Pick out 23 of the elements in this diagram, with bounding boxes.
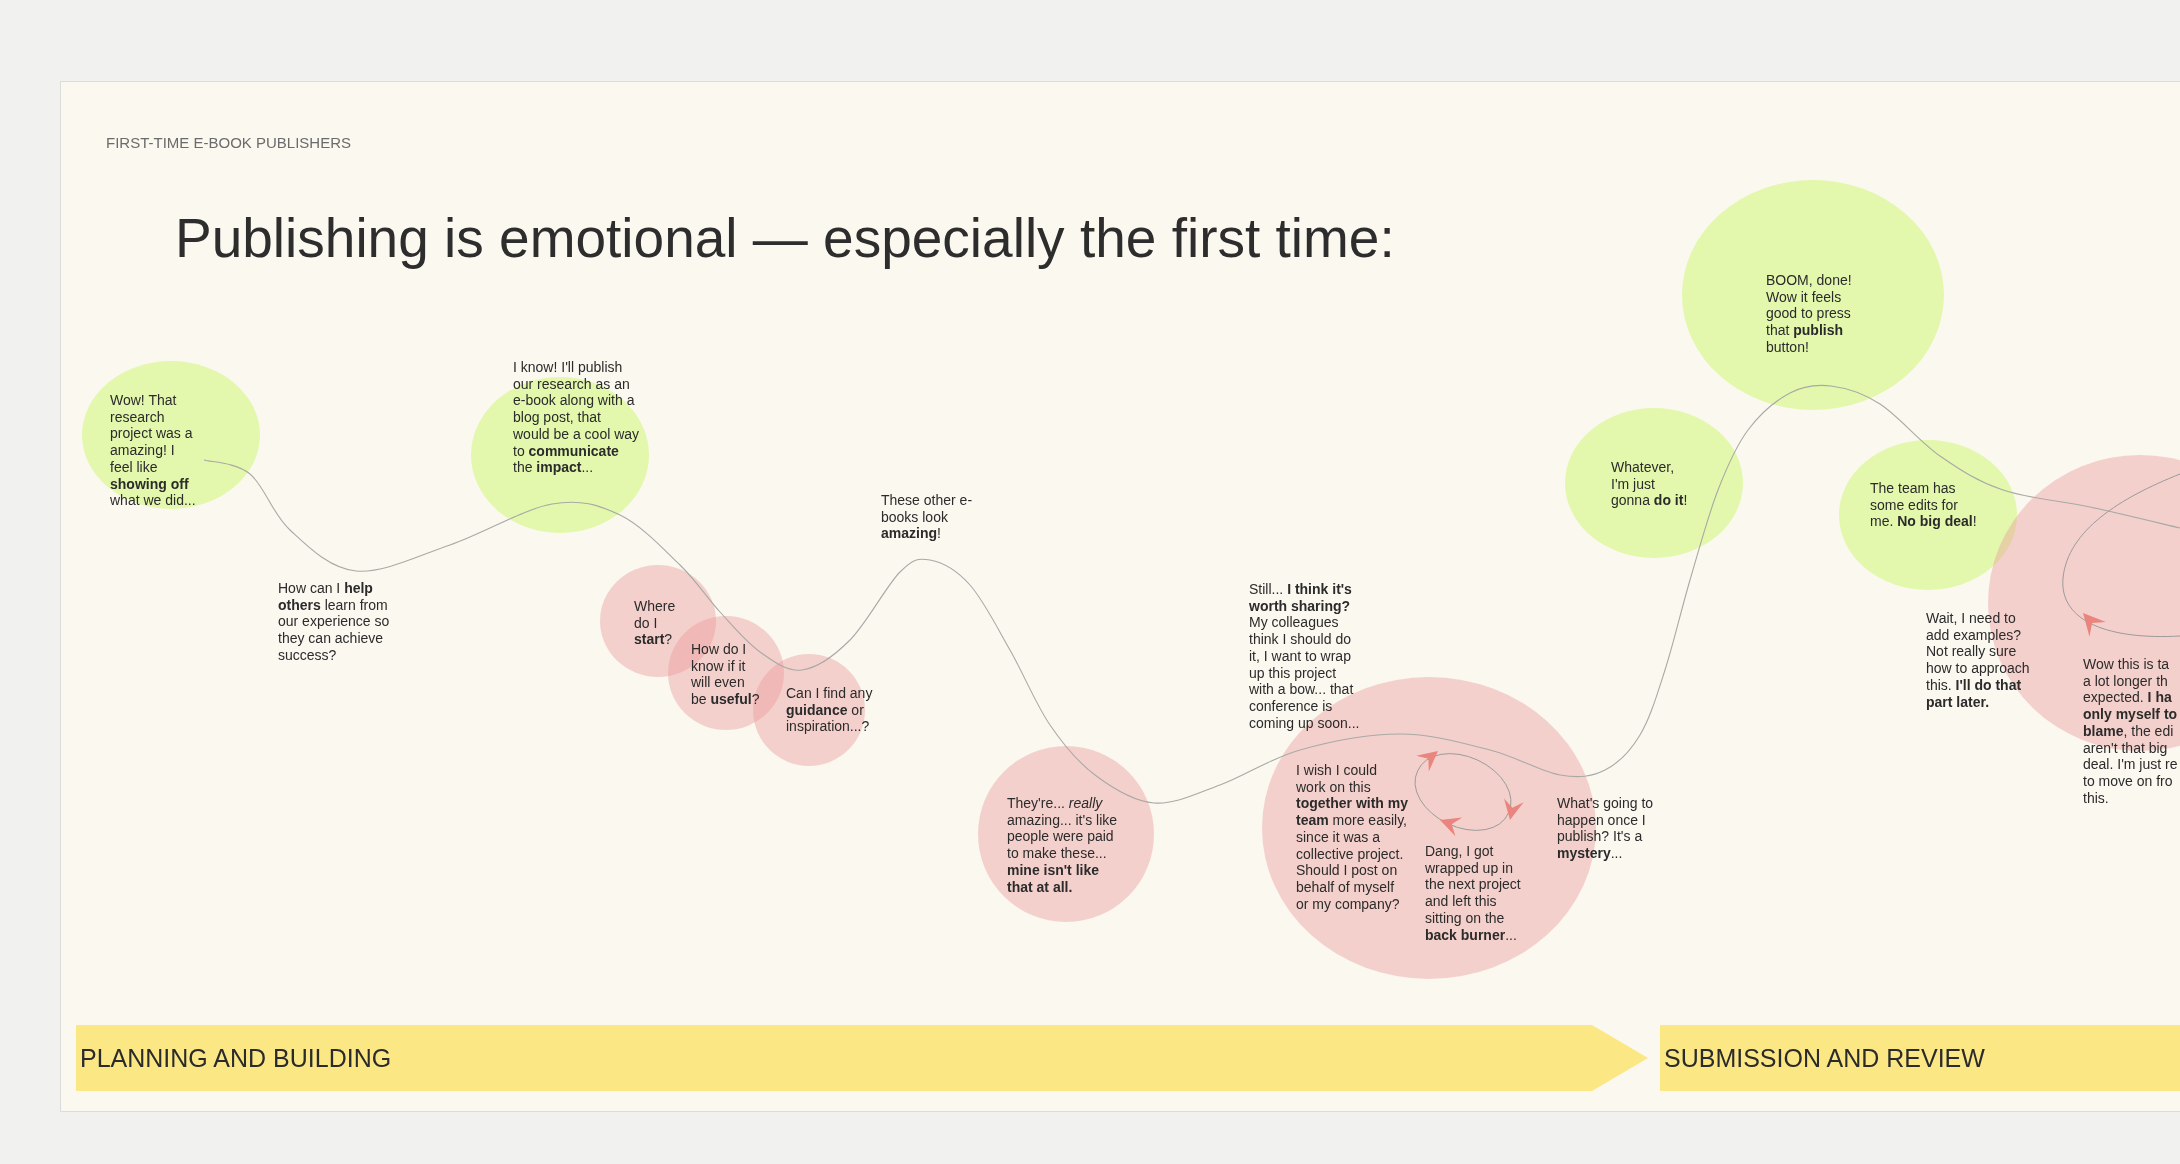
thought-text: They're... really amazing... it's like people were paid to make these... mine isn't like that at all. (1007, 795, 1119, 896)
thought-text: Dang, I got wrapped up in the next project and left this sitting on the back burner... (1425, 843, 1522, 944)
phase-band (1660, 1025, 2180, 1091)
thought-text: Wow! That research project was a amazing! I feel like showing off what we did... (110, 392, 197, 509)
thought-text: I know! I'll publish our research as an e-book along with a blog post, that would be a cool way to communicate the impact... (513, 359, 640, 476)
thought-text: Can I find any guidance or inspiration...? (786, 685, 874, 736)
thought-text: These other e-books look amazing! (881, 492, 974, 543)
thought-text: Whatever, I'm just gonna do it! (1611, 459, 1689, 510)
thought-text: Where do I start? (634, 598, 677, 649)
thought-text: How can I help others learn from our experience so they can achieve success? (278, 580, 391, 664)
thought-text: I wish I could work on this together with my team more easily, since it was a collective project. Should I post on behalf of myself or my company? (1296, 762, 1408, 913)
thought-text: Wow this is ta a lot longer th expected. I ha only myself to blame, the edi aren't that big deal. I'm just re to move on fro this. (2083, 656, 2179, 807)
thought-text: The team has some edits for me. No big deal! (1870, 480, 1978, 531)
thought-text: Still... I think it's worth sharing? My colleagues think I should do it, I want to wrap up this project with a bow... that conference is coming up soon... (1249, 581, 1361, 732)
phase-arrow-band (76, 1025, 1648, 1091)
section-label: FIRST-TIME E-BOOK PUBLISHERS (106, 134, 352, 152)
thought-text: What's going to happen once I publish? It's a mystery... (1557, 795, 1655, 862)
thought-text: How do I know if it will even be useful? (691, 641, 761, 708)
phase-label: SUBMISSION AND REVIEW (1663, 1043, 1985, 1073)
diagram-title: Publishing is emotional — especially the first time: (175, 206, 1395, 270)
thought-text: BOOM, done! Wow it feels good to press that publish button! (1766, 272, 1853, 356)
phase-label: PLANNING AND BUILDING (79, 1043, 392, 1073)
thought-text: Wait, I need to add examples? Not really sure how to approach this. I'll do that part later. (1926, 610, 2031, 711)
